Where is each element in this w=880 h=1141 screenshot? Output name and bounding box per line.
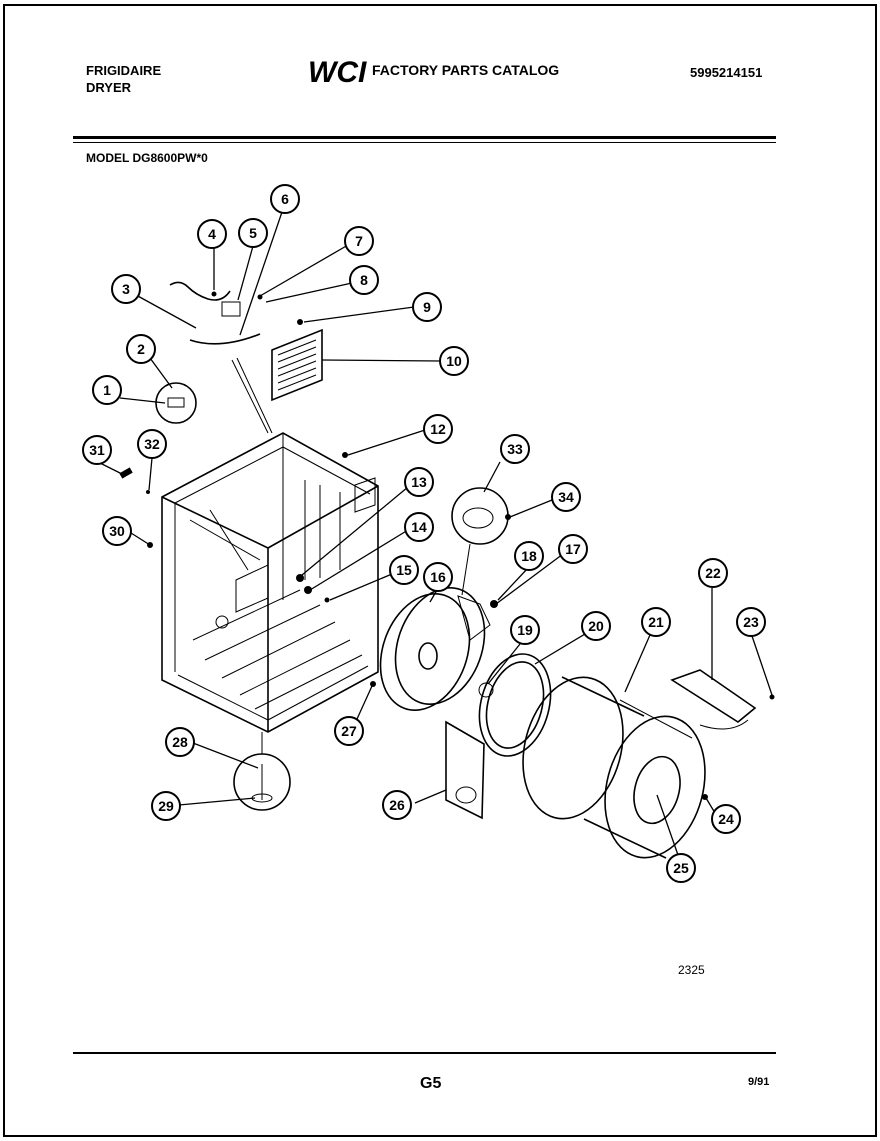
callout-26: 26 [382, 790, 412, 820]
svg-text:9: 9 [423, 299, 431, 315]
svg-text:16: 16 [430, 569, 446, 585]
leveling-leg-detail [233, 732, 291, 811]
svg-text:21: 21 [648, 614, 664, 630]
model-number: MODEL DG8600PW*0 [86, 151, 208, 165]
svg-text:17: 17 [565, 541, 581, 557]
svg-text:4: 4 [208, 226, 216, 242]
callout-14: 14 [404, 512, 434, 542]
svg-text:31: 31 [89, 442, 105, 458]
vent-grille [271, 328, 323, 402]
svg-text:13: 13 [411, 474, 427, 490]
callout-16: 16 [423, 562, 453, 592]
svg-text:27: 27 [341, 723, 357, 739]
header-rule-thin [73, 142, 776, 143]
callout-33: 33 [500, 434, 530, 464]
callout-30: 30 [102, 516, 132, 546]
callout-24: 24 [711, 804, 741, 834]
svg-text:25: 25 [673, 860, 689, 876]
callout-29: 29 [151, 791, 181, 821]
callout-1: 1 [92, 375, 122, 405]
callout-18: 18 [514, 541, 544, 571]
leader-lines [99, 211, 773, 856]
callout-19: 19 [510, 615, 540, 645]
svg-text:22: 22 [705, 565, 721, 581]
callout-13: 13 [404, 467, 434, 497]
callout-10: 10 [439, 346, 469, 376]
svg-text:10: 10 [446, 353, 462, 369]
drum-baffle [670, 669, 757, 730]
svg-text:8: 8 [360, 272, 368, 288]
svg-text:28: 28 [172, 734, 188, 750]
svg-text:24: 24 [718, 811, 734, 827]
page-border [3, 4, 877, 1137]
svg-text:26: 26 [389, 797, 405, 813]
callout-22: 22 [698, 558, 728, 588]
callout-32: 32 [137, 429, 167, 459]
page-code: G5 [420, 1075, 442, 1092]
callout-23: 23 [736, 607, 766, 637]
callout-25: 25 [666, 853, 696, 883]
svg-text:20: 20 [588, 618, 604, 634]
callout-3: 3 [111, 274, 141, 304]
cabinet [161, 432, 379, 733]
callout-20: 20 [581, 611, 611, 641]
svg-text:WCI: WCI [308, 56, 367, 88]
callout-2: 2 [126, 334, 156, 364]
callout-31: 31 [82, 435, 112, 465]
svg-text:34: 34 [558, 489, 574, 505]
svg-text:33: 33 [507, 441, 523, 457]
product-name: DRYER [86, 80, 132, 95]
thermostat-detail [451, 487, 509, 596]
catalog-title: FACTORY PARTS CATALOG [372, 62, 560, 78]
header-rule-thick [73, 136, 776, 139]
callout-8: 8 [349, 265, 379, 295]
callout-21: 21 [641, 607, 671, 637]
part-number: 5995214151 [690, 65, 763, 80]
svg-text:5: 5 [249, 225, 257, 241]
figure-number: 2325 [678, 963, 705, 977]
blower-housing [379, 587, 491, 711]
callout-7: 7 [344, 226, 374, 256]
svg-text:30: 30 [109, 523, 125, 539]
svg-text:18: 18 [521, 548, 537, 564]
svg-text:1: 1 [103, 382, 111, 398]
svg-text:14: 14 [411, 519, 427, 535]
callout-34: 34 [551, 482, 581, 512]
brand-block: FRIGIDAIRE DRYER [86, 62, 161, 96]
svg-text:3: 3 [122, 281, 130, 297]
callout-9: 9 [412, 292, 442, 322]
svg-text:7: 7 [355, 233, 363, 249]
svg-text:12: 12 [430, 421, 446, 437]
callout-5: 5 [238, 218, 268, 248]
detail-circle-1 [155, 382, 197, 424]
callout-4: 4 [197, 219, 227, 249]
callout-28: 28 [165, 727, 195, 757]
wci-logo: WCI [308, 56, 367, 88]
drum-seal [478, 653, 552, 757]
footer-rule [73, 1052, 776, 1054]
svg-text:29: 29 [158, 798, 174, 814]
drum [522, 676, 706, 859]
revision-date: 9/91 [748, 1076, 770, 1088]
duct-bracket [445, 720, 485, 820]
svg-text:32: 32 [144, 436, 160, 452]
svg-text:2: 2 [137, 341, 145, 357]
svg-text:23: 23 [743, 614, 759, 630]
svg-text:15: 15 [396, 562, 412, 578]
wiring-harness [169, 281, 273, 434]
callout-12: 12 [423, 414, 453, 444]
svg-text:6: 6 [281, 191, 289, 207]
brand-name: FRIGIDAIRE [86, 63, 162, 78]
callout-6: 6 [270, 184, 300, 214]
svg-text:19: 19 [517, 622, 533, 638]
callout-15: 15 [389, 555, 419, 585]
callout-27: 27 [334, 716, 364, 746]
callout-17: 17 [558, 534, 588, 564]
